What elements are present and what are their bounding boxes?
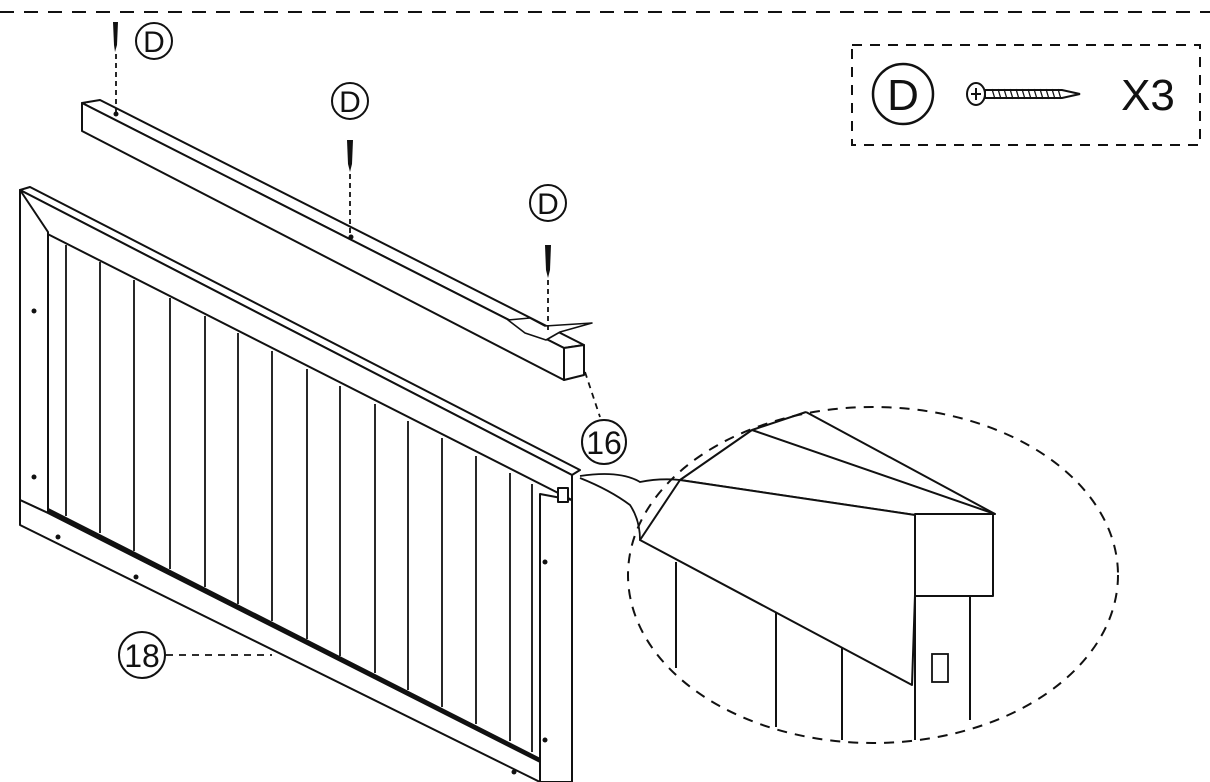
callout-screw-3-letter: D [537, 188, 559, 221]
detail-magnifier [579, 406, 1119, 744]
legend-letter-circle [871, 62, 935, 126]
detail-dashed-circle [627, 406, 1119, 744]
top-rail-part-16 [81, 99, 593, 381]
callout-screw-1-letter: D [143, 26, 165, 59]
callout-part-16: 16 [581, 371, 627, 465]
callout-part-16-label: 16 [586, 425, 622, 461]
screw-1 [113, 22, 119, 117]
callout-screw-1: D [135, 22, 173, 60]
hardware-legend: D X3 [851, 44, 1201, 146]
fence-panel-part-18 [19, 186, 581, 782]
callout-screw-2-letter: D [339, 86, 361, 119]
fence-boards [47, 236, 541, 762]
screw-icon [966, 82, 1081, 106]
panel-holes [31, 308, 548, 775]
legend-quantity: X3 [1121, 71, 1175, 120]
callout-screw-3: D [529, 184, 567, 222]
callout-screw-2: D [331, 82, 369, 120]
legend-letter: D [887, 71, 919, 120]
callout-part-18-label: 18 [124, 638, 160, 674]
callout-part-18: 18 [118, 631, 272, 679]
legend-dashed-box [851, 44, 1201, 146]
screw-3 [545, 245, 551, 330]
screw-2 [347, 140, 354, 240]
